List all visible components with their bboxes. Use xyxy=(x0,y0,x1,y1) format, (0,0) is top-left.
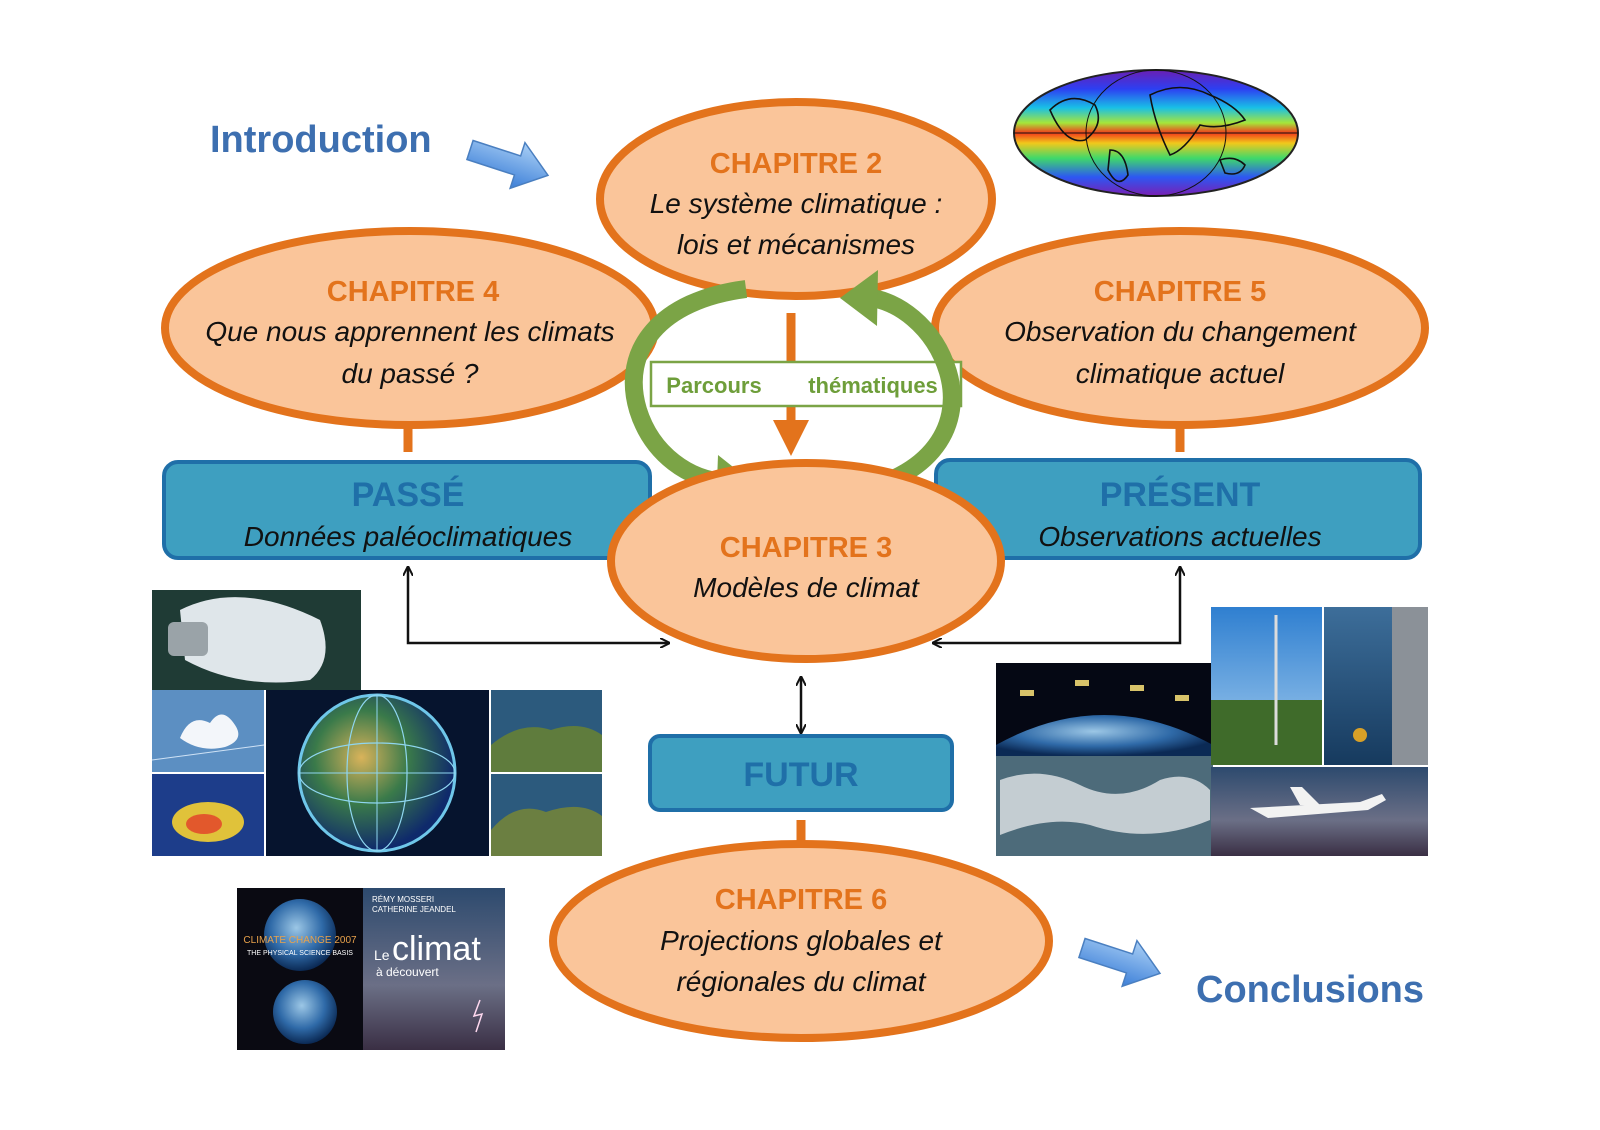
climat-cover-le: Le xyxy=(374,947,390,963)
cloud-cover-map-image xyxy=(996,756,1213,856)
passe-subtitle: Données paléoclimatiques xyxy=(244,521,572,552)
chapter-4-line2: du passé ? xyxy=(342,358,479,389)
present-title: PRÉSENT xyxy=(1100,476,1261,514)
chapter-4-ellipse[interactable]: CHAPITRE 4 Que nous apprennent les clima… xyxy=(161,227,659,429)
chapter-2-title: CHAPITRE 2 xyxy=(710,148,882,180)
connector-present-ch3 xyxy=(934,568,1180,643)
chapter-2-line2: lois et mécanismes xyxy=(677,229,915,260)
chapter-6-title: CHAPITRE 6 xyxy=(715,884,887,916)
climat-cover-author-1: RÉMY MOSSERI xyxy=(372,895,434,904)
chapter-3-line1: Modèles de climat xyxy=(693,572,920,603)
connector-passe-ch3 xyxy=(408,568,668,643)
futur-box[interactable]: FUTUR xyxy=(648,734,954,812)
chapter-4-title: CHAPITRE 4 xyxy=(327,276,499,308)
climat-cover-author-2: CATHERINE JEANDEL xyxy=(372,905,456,914)
conclusions-label[interactable]: Conclusions xyxy=(1196,969,1424,1011)
le-climat-book-cover: RÉMY MOSSERI CATHERINE JEANDEL Le climat… xyxy=(363,888,505,1050)
terrain-image-top xyxy=(491,690,602,772)
ipcc-cover-title: CLIMATE CHANGE 2007 xyxy=(243,935,357,946)
mast-station-photo xyxy=(1211,607,1322,765)
chapter-6-ellipse[interactable]: CHAPITRE 6 Projections globales et régio… xyxy=(549,840,1053,1042)
chapter-6-line2: régionales du climat xyxy=(676,966,926,997)
chapter-4-line1: Que nous apprennent les climats xyxy=(205,316,614,347)
climat-cover-title: climat xyxy=(392,930,481,968)
model-image-collage xyxy=(151,590,602,856)
chapter-2-ellipse[interactable]: CHAPITRE 2 Le système climatique : lois … xyxy=(596,98,996,300)
chapter-6-line1: Projections globales et xyxy=(660,925,943,956)
passe-title: PASSÉ xyxy=(352,476,465,514)
terrain-image-bottom xyxy=(491,774,602,856)
cloud-model-image xyxy=(151,690,265,772)
chapter-2-line1: Le système climatique : xyxy=(650,188,943,219)
chapter-5-line1: Observation du changement xyxy=(1004,316,1357,347)
chapter-5-title: CHAPITRE 5 xyxy=(1094,276,1266,308)
passe-box[interactable]: PASSÉ Données paléoclimatiques xyxy=(162,460,652,560)
chapter-3-title: CHAPITRE 3 xyxy=(720,532,892,564)
satellites-earth-image xyxy=(996,663,1213,756)
grid-globe-image xyxy=(266,690,489,856)
world-temperature-map-image xyxy=(1013,69,1299,197)
intro-arrow-icon xyxy=(465,139,550,190)
climat-cover-subtitle: à découvert xyxy=(376,965,439,979)
observation-image-collage xyxy=(996,607,1428,856)
chapter-3-ellipse[interactable]: CHAPITRE 3 Modèles de climat xyxy=(607,459,1005,663)
ipcc-book-cover: CLIMATE CHANGE 2007 THE PHYSICAL SCIENCE… xyxy=(237,888,363,1050)
present-box[interactable]: PRÉSENT Observations actuelles xyxy=(934,458,1422,560)
conclusions-arrow-icon xyxy=(1077,937,1162,988)
parcours-label: Parcours xyxy=(666,373,761,398)
chapter-5-ellipse[interactable]: CHAPITRE 5 Observation du changement cli… xyxy=(931,227,1429,429)
thematiques-label: thématiques xyxy=(808,373,938,398)
chapter-5-line2: climatique actuel xyxy=(1076,358,1285,389)
parcours-thematiques-box[interactable]: Parcours thématiques xyxy=(649,360,963,408)
ocean-temperature-image xyxy=(152,774,264,856)
present-subtitle: Observations actuelles xyxy=(1038,521,1321,552)
ship-deck-photo xyxy=(1324,607,1428,765)
futur-title: FUTUR xyxy=(743,756,858,794)
introduction-label[interactable]: Introduction xyxy=(210,119,432,161)
ice-core-photo xyxy=(152,590,361,690)
ipcc-cover-subtitle: THE PHYSICAL SCIENCE BASIS xyxy=(247,950,353,957)
research-aircraft-photo xyxy=(1211,767,1428,856)
